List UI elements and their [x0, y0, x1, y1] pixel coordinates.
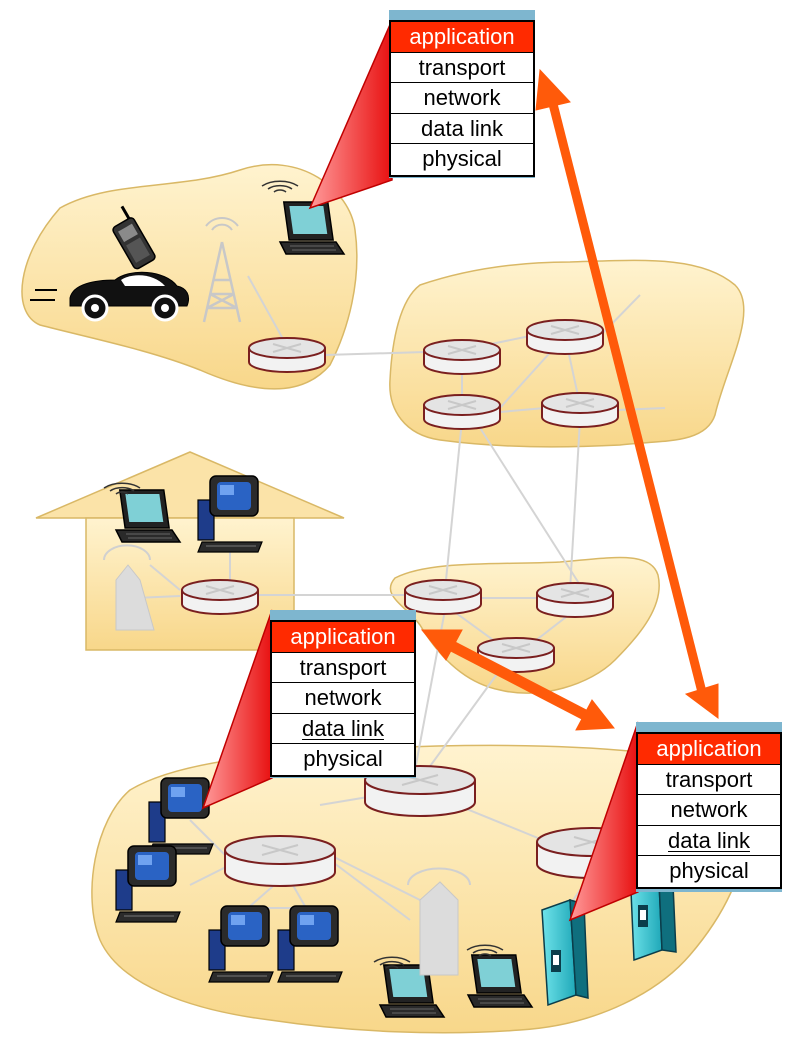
data-link-layer: data link — [391, 114, 533, 144]
router-icon — [248, 337, 326, 373]
logical-communication-arrow — [420, 629, 615, 731]
router-icon — [224, 835, 336, 887]
network-layer: network — [638, 795, 780, 826]
mobile-network-region — [21, 164, 358, 390]
data-link-layer: data link — [638, 826, 780, 856]
physical-layer: physical — [669, 858, 749, 883]
network-layer: network — [272, 683, 414, 714]
router-icon — [541, 392, 619, 428]
logical-communication-arrow — [535, 68, 719, 719]
transport-layer: transport — [391, 53, 533, 83]
router-icon — [181, 579, 259, 615]
wireless-access-point-icon — [103, 544, 155, 631]
data-link-layer: data link — [272, 714, 414, 744]
cell-phone-icon — [112, 205, 156, 270]
transport-layer: transport — [272, 653, 414, 683]
router-icon — [423, 339, 501, 375]
network-layer: network — [391, 83, 533, 114]
application-layer: application — [638, 734, 780, 765]
top-protocol-stack: application transport network data link … — [389, 10, 535, 178]
wireless-access-point-icon — [407, 867, 471, 976]
router-icon — [536, 582, 614, 618]
router-icon — [404, 579, 482, 615]
middle-protocol-stack: application transport network data link … — [270, 610, 416, 778]
router-icon — [423, 394, 501, 430]
car-icon — [30, 271, 190, 322]
server-icon — [541, 898, 589, 1007]
top-stack-callout — [308, 19, 393, 210]
physical-layer: physical — [303, 746, 383, 771]
right-protocol-stack: application transport network data link … — [636, 722, 782, 892]
physical-layer: physical — [422, 146, 502, 171]
transport-layer: transport — [638, 765, 780, 795]
router-icon — [526, 319, 604, 355]
application-layer: application — [272, 622, 414, 653]
application-layer: application — [391, 22, 533, 53]
regional-isp-region — [389, 556, 660, 694]
